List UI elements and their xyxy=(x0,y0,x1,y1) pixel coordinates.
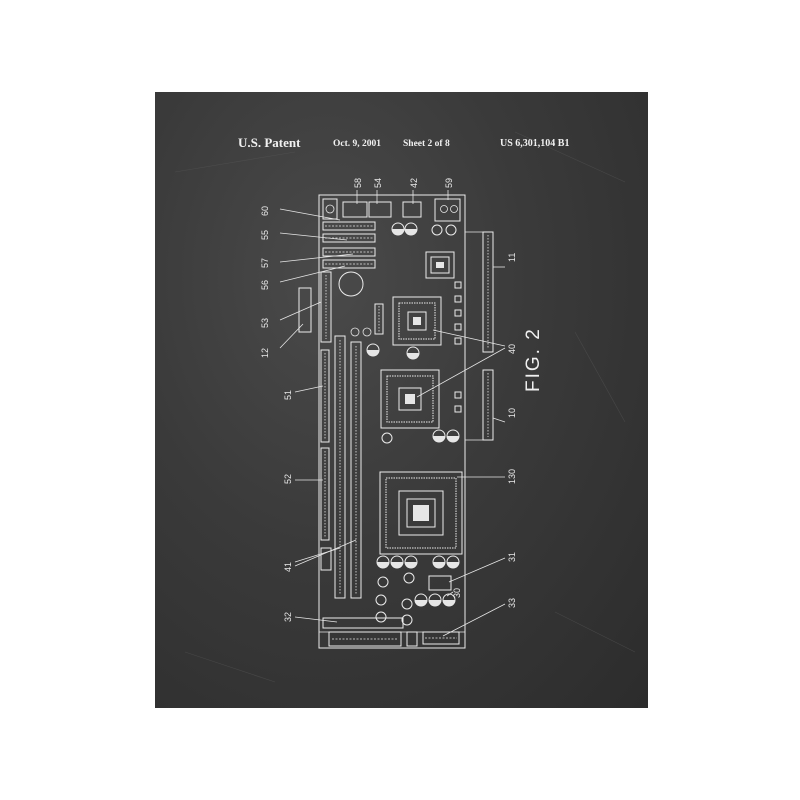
header-blocks xyxy=(322,221,376,269)
patent-date: Oct. 9, 2001 xyxy=(333,139,382,149)
ref-10: 10 xyxy=(507,408,517,418)
controller-chip xyxy=(425,251,455,279)
reference-numerals: 60 55 57 56 53 12 51 52 41 32 58 54 42 5… xyxy=(260,178,517,622)
voltage-regulator xyxy=(428,575,452,591)
small-parts-left xyxy=(350,303,384,337)
circuit-board-drawing: 60 55 57 56 53 12 51 52 41 32 58 54 42 5… xyxy=(174,131,636,683)
ref-56: 56 xyxy=(260,280,270,290)
capacitor-row xyxy=(376,555,460,588)
edge-connector-upper xyxy=(482,231,494,353)
ref-55: 55 xyxy=(260,230,270,240)
chalk-smudges xyxy=(174,131,636,683)
chipset-upper xyxy=(392,296,442,346)
capacitors-mid xyxy=(366,343,420,360)
bottom-connectors xyxy=(322,617,460,647)
battery xyxy=(338,271,364,297)
chipset-lower xyxy=(380,369,440,429)
ref-12: 12 xyxy=(260,348,270,358)
ref-31: 31 xyxy=(507,552,517,562)
patent-number: US 6,301,104 B1 xyxy=(500,138,570,149)
ref-58: 58 xyxy=(353,178,363,188)
top-connectors xyxy=(322,198,461,222)
ref-60: 60 xyxy=(260,206,270,216)
component-array-right xyxy=(454,281,462,413)
ref-59: 59 xyxy=(444,178,454,188)
ref-11: 11 xyxy=(507,253,517,262)
ref-40: 40 xyxy=(507,344,517,354)
ref-33: 33 xyxy=(507,598,517,608)
capacitors-top xyxy=(391,222,457,236)
ref-42: 42 xyxy=(409,178,419,188)
board-outline xyxy=(318,194,466,649)
ref-53: 53 xyxy=(260,318,270,328)
ref-54: 54 xyxy=(373,178,383,188)
chalkboard-poster: U.S. Patent Oct. 9, 2001 Sheet 2 of 8 US… xyxy=(155,92,648,708)
capacitors-bottom xyxy=(375,593,456,626)
ref-57: 57 xyxy=(260,258,270,268)
ref-51: 51 xyxy=(283,390,293,400)
cpu-socket xyxy=(379,471,463,555)
edge-connector-lower xyxy=(482,369,494,441)
ref-130: 130 xyxy=(507,469,517,484)
expansion-slots xyxy=(334,335,362,599)
ref-32: 32 xyxy=(283,612,293,622)
leader-lines xyxy=(279,190,506,637)
sheet-number: Sheet 2 of 8 xyxy=(403,139,450,149)
patent-label: U.S. Patent xyxy=(238,135,301,150)
ref-52: 52 xyxy=(283,474,293,484)
ref-30: 30 xyxy=(452,588,462,598)
side-connectors xyxy=(298,271,332,571)
ref-41: 41 xyxy=(283,562,293,572)
capacitors-lower xyxy=(381,429,460,444)
